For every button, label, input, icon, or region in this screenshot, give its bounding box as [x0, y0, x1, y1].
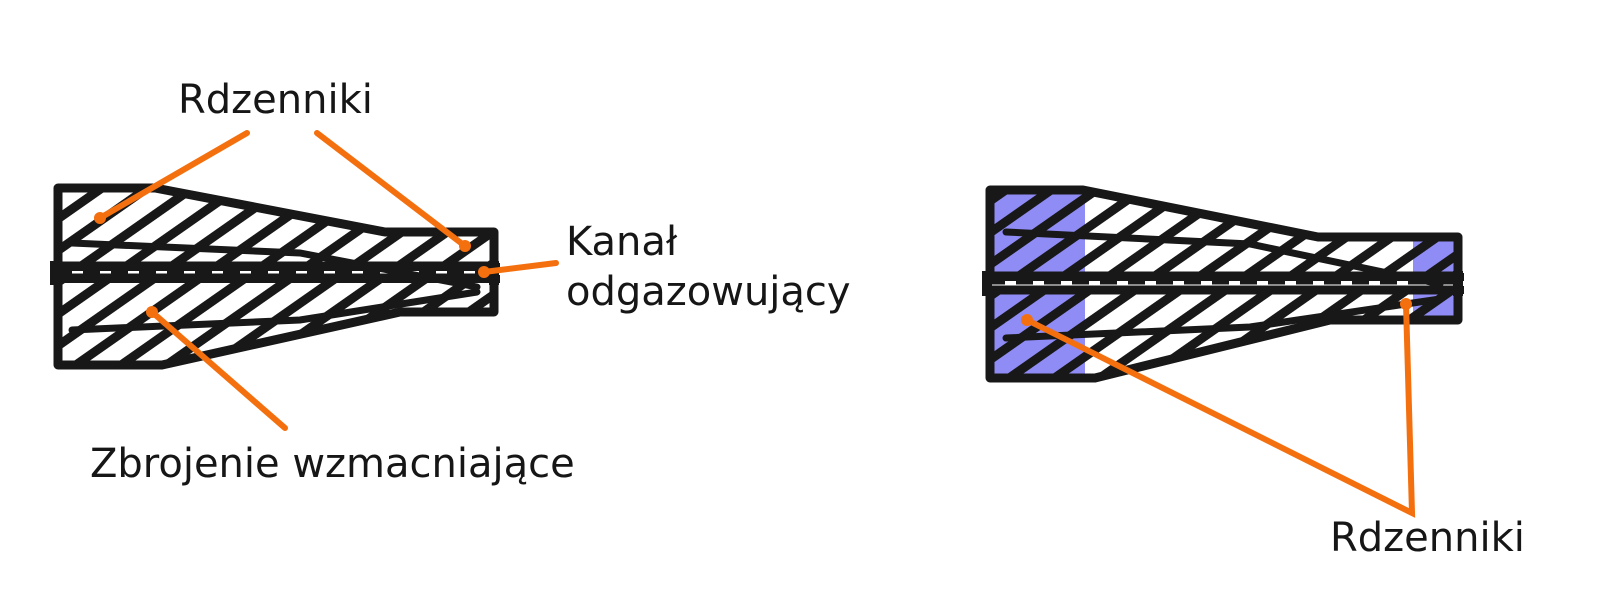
label-zbrojenie-wzmacniajace: Zbrojenie wzmacniające	[90, 441, 575, 487]
right-view-reinforcement-upper	[1002, 228, 1444, 288]
leader-rdzenniki-left-branch-a	[97, 130, 250, 221]
leader-dot-rdzenniki-left-a	[94, 212, 106, 224]
left-view-channel-left-cap	[50, 261, 60, 285]
leader-rdzenniki-right	[1021, 298, 1416, 518]
leader-dot-rdzenniki-right-b	[1400, 298, 1412, 310]
left-view	[50, 183, 500, 370]
label-kanal-line2: odgazowujący	[566, 269, 851, 315]
left-view-channel-bottom-rail	[50, 275, 500, 283]
leader-kanal-odgazowujacy	[478, 260, 559, 278]
left-view-reinforcement-lower	[68, 288, 481, 334]
leader-rdzenniki-left-branch-b	[314, 130, 468, 249]
leader-zbrojenie	[146, 306, 288, 431]
label-rdzenniki-top-left: Rdzenniki	[178, 77, 373, 123]
right-view-channel-bottom-rail	[982, 286, 1464, 294]
right-view-channel-top-rail	[982, 273, 1464, 281]
label-kanal-line1: Kanał	[566, 219, 678, 265]
right-view-reinforcement-lower	[1002, 295, 1444, 342]
left-view-channel-top-rail	[50, 263, 500, 271]
right-view-channel-right-cap	[1453, 271, 1463, 296]
leader-rdzenniki-right-branches	[1024, 301, 1416, 518]
leader-rdzenniki-left	[94, 130, 471, 252]
leader-zbrojenie-line	[149, 309, 288, 431]
leader-lines	[94, 130, 1416, 518]
label-rdzenniki-bottom-right: Rdzenniki	[1330, 515, 1525, 561]
leader-dot-zbrojenie	[146, 306, 158, 318]
leader-dot-rdzenniki-right-a	[1021, 314, 1033, 326]
leader-kanal-line	[481, 260, 559, 275]
leader-dot-kanal	[478, 266, 490, 278]
right-view-channel-left-cap	[982, 271, 992, 296]
leader-dot-rdzenniki-left-b	[459, 240, 471, 252]
